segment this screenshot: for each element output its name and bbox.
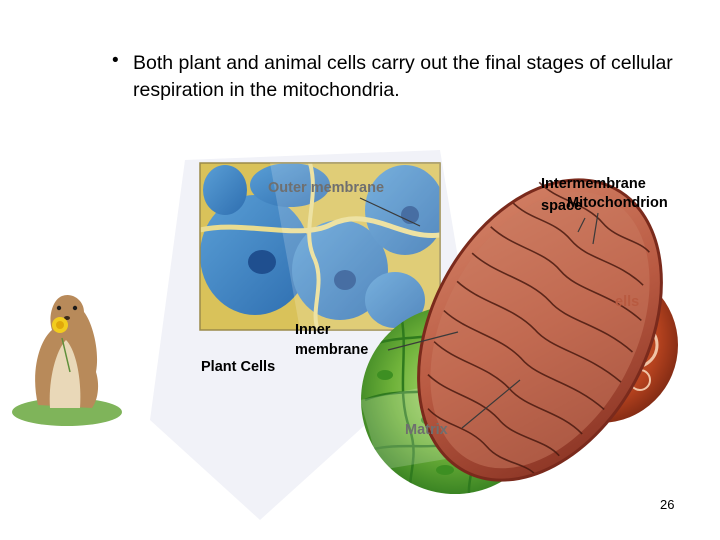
inner-membrane-pointer	[387, 331, 459, 351]
outer-membrane-pointer	[359, 197, 421, 227]
label-inner-membrane-line1: Inner	[295, 322, 331, 338]
label-mitochondrion: Mitochondrion	[567, 195, 668, 211]
label-intermembrane-line2: space	[541, 198, 583, 214]
squirrel-illustration	[12, 294, 122, 426]
label-plant-cells: Plant Cells	[201, 359, 276, 375]
label-inner-membrane-line2: membrane	[295, 342, 369, 358]
animal-cells-micrograph	[200, 163, 440, 330]
matrix-pointer	[461, 379, 521, 429]
mitochondrion-illustration	[417, 178, 663, 482]
label-outer-membrane: Outer membrane	[268, 180, 385, 196]
mitochondrion-pointer	[592, 212, 599, 245]
bullet-text: Both plant and animal cells carry out th…	[133, 52, 673, 101]
intermembrane-pointer	[577, 217, 586, 233]
page-number: 26	[660, 497, 675, 512]
label-animal-cells-fragment: ells	[615, 294, 640, 310]
label-intermembrane-line1: Intermembrane	[541, 176, 646, 192]
bullet-marker: •	[112, 50, 119, 71]
label-matrix: Matrix	[405, 422, 448, 438]
